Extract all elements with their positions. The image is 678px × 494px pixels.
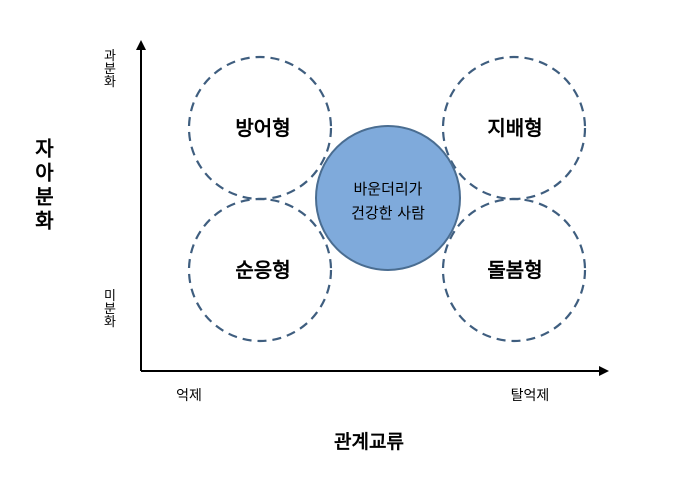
- center-label-line1: 바운더리가: [353, 180, 422, 198]
- x-axis-left-label: 억제: [176, 388, 202, 404]
- x-axis-title: 관계교류: [334, 431, 404, 453]
- quadrant-circle-bottom-right: [441, 197, 587, 343]
- y-axis-bottom-label: 미분화: [101, 289, 116, 328]
- y-axis-top-label: 과분화: [101, 49, 116, 88]
- quadrant-label-top-left: 방어형: [235, 116, 290, 140]
- quadrant-circle-bottom-left: [187, 197, 333, 343]
- quadrant-label-top-right: 지배형: [487, 116, 542, 140]
- quadrant-label-bottom-left: 순응형: [235, 258, 290, 282]
- center-circle: [315, 125, 461, 271]
- x-axis-right-label: 탈억제: [511, 388, 550, 404]
- y-axis-title: 자아분화: [31, 138, 55, 234]
- center-label-line2: 건강한 사람: [351, 204, 425, 222]
- quadrant-label-bottom-right: 돌봄형: [487, 258, 542, 282]
